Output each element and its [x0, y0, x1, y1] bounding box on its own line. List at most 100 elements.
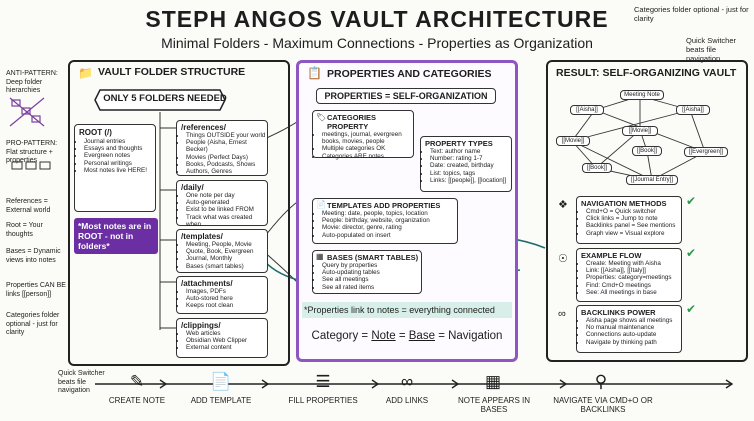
list-item: Auto-stored here [186, 295, 267, 302]
list-item: Number: rating 1-7 [430, 155, 511, 162]
list-item: Create: Meeting with Aisha [586, 260, 681, 267]
root-callout: *Most notes are in ROOT - not in folders… [74, 218, 158, 254]
navigation-title: NAVIGATION METHODS [581, 199, 667, 208]
tag-icon: 🏷 [316, 113, 327, 122]
root-folder-box: ROOT (/) Journal entries Essays and thou… [74, 124, 156, 212]
list-item: Exist to be linked FROM [186, 206, 267, 213]
equation-sign: = [361, 330, 369, 342]
list-item: Essays and thoughts [84, 145, 155, 152]
page-title: STEPH ANGOS VAULT ARCHITECTURE [145, 6, 609, 32]
list-item: Movies (Perfect Days) [186, 154, 267, 161]
graph-node: [[Aisha]] [676, 105, 710, 115]
property-types-box: PROPERTY TYPES Text: author nameNumber: … [420, 136, 512, 192]
list-item: Query by properties [322, 262, 421, 269]
flow-step-fill-properties: FILL PROPERTIES [288, 396, 358, 405]
list-item: Link: [[Aisha]], [[Italy]] [586, 267, 681, 274]
template-icon: 📄 [210, 372, 232, 391]
list-item: List: topics, tags [430, 170, 511, 177]
categories-folder-note: Categories folder optional - just for cl… [6, 312, 60, 336]
check-circle-icon: ✔ [686, 194, 697, 208]
pencil-icon: ✎ [129, 372, 145, 391]
result-panel-title: RESULT: SELF-ORGANIZING VAULT [556, 67, 737, 79]
flow-step-note-appears: NOTE APPEARS IN BASES [457, 396, 531, 414]
bases-box: BASES (SMART TABLES) ▦ Query by properti… [312, 250, 422, 294]
templates-title: TEMPLATES ADD PROPERTIES [327, 201, 441, 210]
graph-node: [[Movie]] [556, 136, 590, 146]
list-item: Obsidian Web Clipper [186, 337, 267, 344]
backlinks-power-box: BACKLINKS POWER Aisha page shows all mee… [576, 305, 682, 353]
list-item: No manual maintenance [586, 324, 681, 331]
list-item: Aisha page shows all meetings [586, 317, 681, 324]
list-item: Journal, Monthly [186, 255, 267, 262]
list-item: Auto-populated on insert [322, 232, 457, 239]
properties-links-note: Properties CAN BE links [[person]] [6, 282, 66, 298]
list-item: Date: created, birthday [430, 162, 511, 169]
root-note: Root = Your thoughts [6, 222, 43, 238]
list-item: Personal writings [84, 160, 155, 167]
list-item: Web articles [186, 330, 267, 337]
flat-structure-icon [11, 161, 51, 170]
list-item: See all rated items [322, 284, 421, 291]
properties-banner: PROPERTIES = SELF-ORGANIZATION [316, 88, 496, 104]
top-right-quick: Quick Switcher beats file navigation [686, 36, 737, 63]
folder-name: /references/ [181, 123, 226, 132]
equation-sign: = [398, 330, 406, 342]
folder-name: /templates/ [181, 232, 223, 241]
equation-term: Note [371, 330, 396, 342]
properties-panel-title: PROPERTIES AND CATEGORIES [327, 68, 492, 80]
folder-box-daily: /daily/ One note per dayAuto-generatedEx… [176, 180, 268, 228]
folder-icon: 📁 [78, 66, 93, 80]
list-item: Authors, Genres [186, 168, 267, 175]
result-panel: RESULT: SELF-ORGANIZING VAULT [546, 60, 748, 362]
folder-panel-title: VAULT FOLDER STRUCTURE [98, 66, 246, 78]
template-icon: 📄 [316, 200, 326, 209]
check-circle-icon: ✔ [686, 246, 697, 260]
list-item: Find: Cmd+O meetings [586, 282, 681, 289]
top-right-note: Categories folder optional - just for cl… [634, 5, 749, 23]
list-item: Meeting, People, Movie [186, 241, 267, 248]
list-item: External content [186, 344, 267, 351]
list-item: Connections auto-update [586, 331, 681, 338]
equation-term: Navigation [448, 330, 503, 342]
graph-node: Meeting Note [620, 90, 664, 100]
graph-node: [[Aisha]] [570, 105, 604, 115]
list-item: Properties: category=meetings [586, 274, 681, 281]
flow-step-create-note: CREATE NOTE [108, 396, 166, 405]
list-item: Multiple categories OK [322, 145, 413, 152]
list-item: Keeps root clean [186, 302, 267, 309]
table-icon: ▦ [484, 372, 502, 391]
categories-box: CATEGORIES PROPERTY 🏷 meetings, journal,… [312, 110, 414, 160]
list-item: See: All meetings in base [586, 289, 681, 296]
list-item: Navigate by thinking path [586, 339, 681, 346]
list-item: Meeting: date, people, topics, location [322, 210, 457, 217]
list-item: Text: author name [430, 148, 511, 155]
templates-box: TEMPLATES ADD PROPERTIES 📄 Meeting: date… [312, 198, 458, 244]
list-item: See all meetings [322, 276, 421, 283]
list-item: Links: [[people]], [[location]] [430, 177, 511, 184]
bulb-icon: ☉ [558, 253, 568, 265]
compass-icon: ❖ [558, 199, 568, 211]
categories-title: CATEGORIES PROPERTY [327, 113, 377, 131]
equation-term: Base [408, 330, 435, 342]
list-item: Auto-generated [186, 199, 267, 206]
list-item: Backlinks panel = See mentions [586, 222, 681, 229]
graph-node: [[Evergreen]] [684, 147, 728, 157]
bases-note: Bases = Dynamic views into notes [6, 248, 61, 264]
graph-node: [[Journal Entry]] [626, 175, 678, 185]
list-item: Evergreen notes [84, 152, 155, 159]
list-item: Things OUTSIDE your world [186, 132, 267, 139]
flow-step-navigate: NAVIGATE VIA CMD+O OR BACKLINKS [553, 396, 653, 414]
checklist-icon: ☰ [315, 372, 331, 391]
list-item: Most notes live HERE! [84, 167, 155, 174]
list-item: People: birthday, website, organization [322, 217, 457, 224]
folder-box-references: /references/ Things OUTSIDE your worldPe… [176, 120, 268, 176]
list-item: One note per day [186, 192, 267, 199]
list-item: Graph view = Visual explore [586, 230, 681, 237]
pro-pattern-note: PRO-PATTERN: Flat structure + properties [6, 140, 58, 164]
list-item: Images, PDFs [186, 288, 267, 295]
property-types-title: PROPERTY TYPES [425, 139, 493, 148]
list-item: meetings, journal, evergreen books, movi… [322, 131, 413, 145]
references-note: References = External world [6, 198, 51, 214]
list-item: Track what was created when [186, 214, 267, 228]
